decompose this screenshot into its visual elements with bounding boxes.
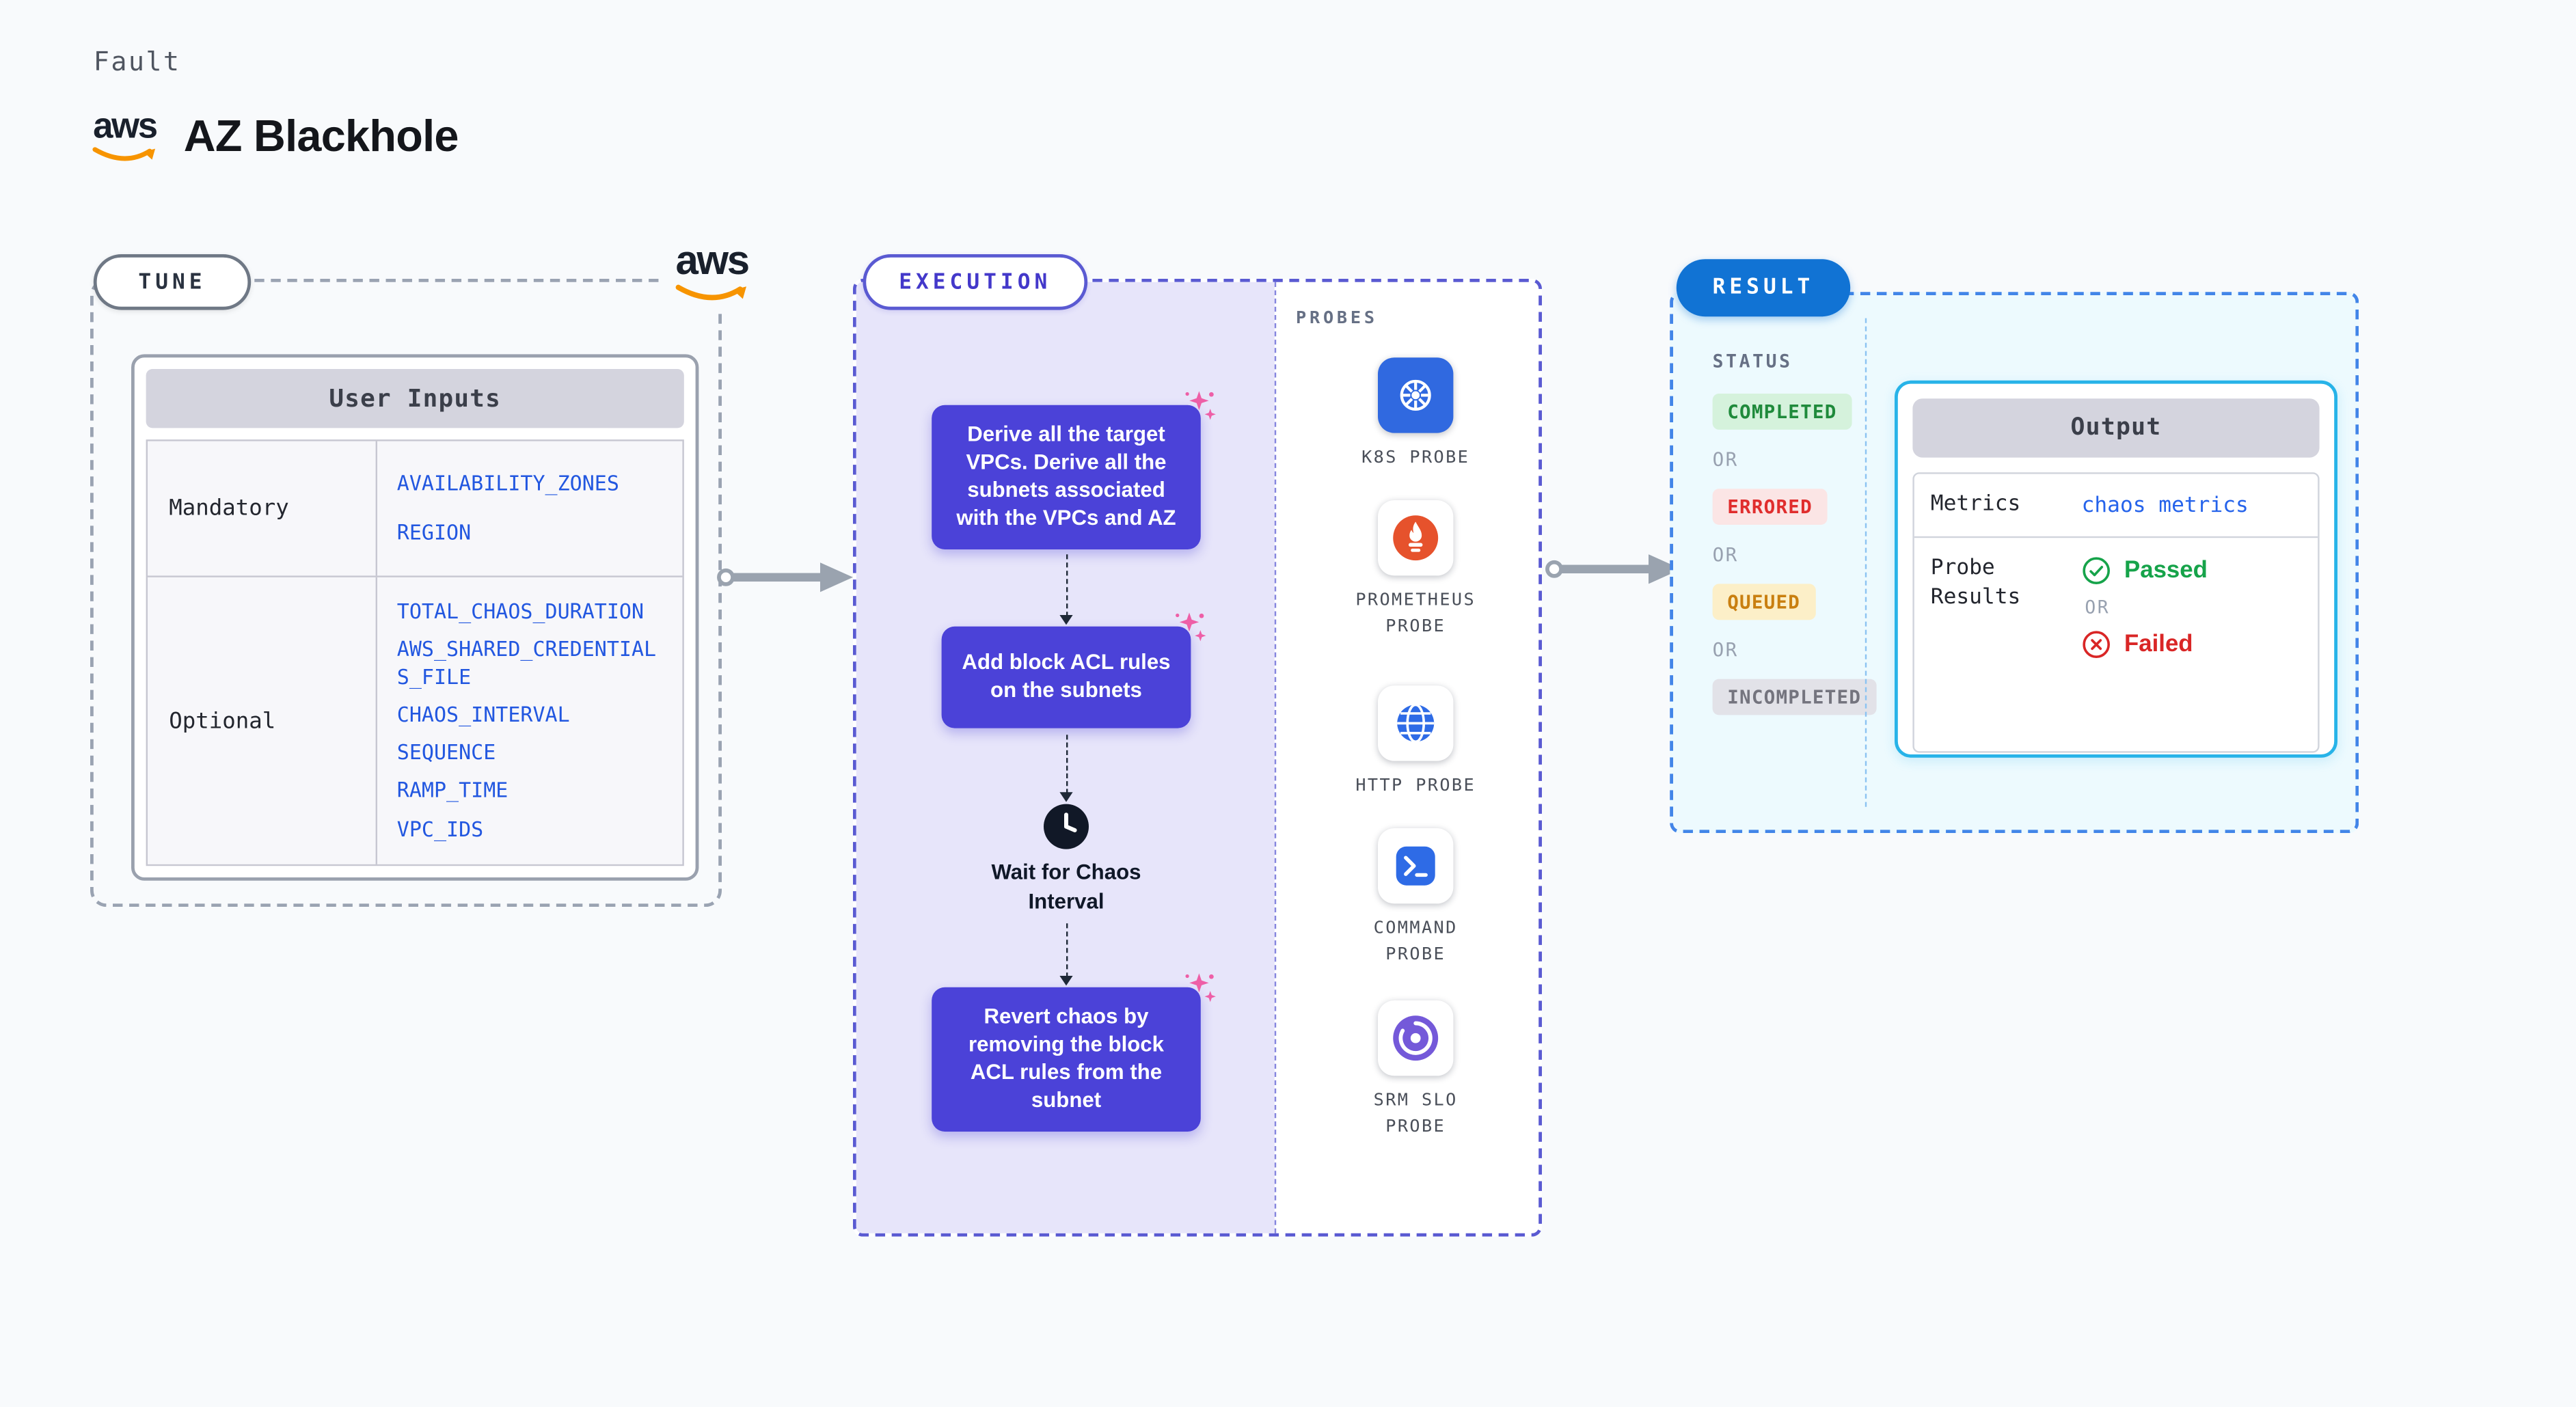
failed-label: Failed	[2124, 631, 2193, 658]
step-text: Add block ACL rules on the subnets	[962, 649, 1171, 702]
probe-label: COMMAND PROBE	[1373, 918, 1458, 964]
row-values: AVAILABILITY_ZONES REGION	[377, 441, 682, 576]
input-value: VPC_IDS	[396, 816, 484, 841]
prometheus-icon	[1378, 500, 1454, 576]
page-title: AZ Blackhole	[183, 111, 459, 161]
probe-http: HTTP PROBE	[1352, 685, 1480, 800]
failed-result: Failed	[2082, 630, 2302, 659]
execution-pill: EXECUTION	[863, 254, 1088, 310]
metrics-label: Metrics	[1930, 492, 2021, 517]
slo-gauge-icon	[1378, 1000, 1454, 1076]
passed-result: Passed	[2082, 556, 2302, 586]
step-revert-chaos: Revert chaos by removing the block ACL r…	[932, 973, 1216, 1131]
panel-divider	[1865, 318, 1867, 807]
kubernetes-icon	[1378, 357, 1454, 433]
or-separator: OR	[2085, 597, 2111, 619]
probe-label: K8S PROBE	[1361, 448, 1470, 467]
status-badge-completed: COMPLETED	[1712, 394, 1852, 430]
flow-connector	[1059, 923, 1072, 986]
probe-prometheus: PROMETHEUS PROBE	[1352, 500, 1480, 640]
row-values: TOTAL_CHAOS_DURATION AWS_SHARED_CREDENTI…	[377, 577, 682, 864]
input-value: AWS_SHARED_CREDENTIALS_FILE	[396, 637, 657, 689]
terminal-icon	[1378, 828, 1454, 904]
output-rows: Metrics chaos metrics Probe Results Pass…	[1912, 472, 2320, 754]
probe-label: SRM SLO PROBE	[1373, 1091, 1458, 1136]
output-box: Output Metrics chaos metrics Probe Resul…	[1895, 380, 2338, 758]
result-pill: RESULT	[1676, 259, 1851, 317]
probe-label: PROMETHEUS PROBE	[1355, 590, 1476, 636]
aws-logo-text: aws	[675, 238, 750, 284]
input-value: RAMP_TIME	[396, 778, 509, 803]
step-add-acl-rules: Add block ACL rules on the subnets	[941, 612, 1206, 728]
passed-label: Passed	[2124, 558, 2208, 584]
sparkle-icon	[1185, 973, 1216, 1002]
or-separator: OR	[1712, 638, 1739, 661]
status-heading: STATUS	[1712, 351, 1793, 372]
clock-icon	[1044, 804, 1089, 849]
status-badge-incompleted: INCOMPLETED	[1712, 679, 1876, 715]
tune-panel: TUNE aws User Inputs Mandatory AVAILABIL…	[90, 238, 763, 907]
user-inputs-rows: Mandatory AVAILABILITY_ZONES REGION Opti…	[146, 439, 684, 866]
aws-smile-icon	[92, 147, 156, 161]
table-row-optional: Optional TOTAL_CHAOS_DURATION AWS_SHARED…	[148, 575, 683, 864]
step-text: Derive all the target VPCs. Derive all t…	[956, 422, 1176, 530]
aws-smile-icon	[675, 284, 746, 301]
status-list: COMPLETED OR ERRORED OR QUEUED OR INCOMP…	[1712, 394, 1876, 715]
step-derive-vpcs: Derive all the target VPCs. Derive all t…	[932, 391, 1216, 550]
or-separator: OR	[1712, 448, 1739, 471]
check-circle-icon	[2083, 557, 2111, 585]
execution-panel: EXECUTION Derive all the target VPCs. De…	[853, 254, 1542, 1237]
tune-pill: TUNE	[93, 254, 252, 310]
step-wait-interval: Wait for Chaos Interval	[991, 859, 1141, 913]
flow-connector	[1059, 554, 1072, 625]
aws-logo: aws	[661, 238, 763, 309]
or-separator: OR	[1712, 543, 1739, 566]
input-value: REGION	[396, 519, 472, 545]
globe-icon	[1378, 685, 1454, 761]
row-label: Mandatory	[148, 441, 378, 576]
status-badge-queued: QUEUED	[1712, 584, 1815, 620]
sparkle-icon	[1176, 612, 1206, 642]
row-label: Optional	[148, 577, 378, 864]
fault-kicker: Fault	[93, 46, 181, 77]
aws-logo: aws	[90, 105, 159, 165]
status-badge-errored: ERRORED	[1712, 489, 1828, 525]
probe-srm-slo: SRM SLO PROBE	[1352, 1000, 1480, 1140]
input-value: SEQUENCE	[396, 739, 496, 765]
flow-connector	[1059, 735, 1072, 802]
flow-arrow-icon	[717, 562, 853, 592]
aws-logo-text: aws	[93, 105, 158, 146]
user-inputs-header: User Inputs	[146, 369, 684, 428]
output-row-metrics: Metrics chaos metrics	[1914, 474, 2318, 538]
probe-k8s: K8S PROBE	[1352, 357, 1480, 472]
probes-heading: PROBES	[1296, 308, 1378, 329]
panel-divider	[1274, 282, 1277, 1233]
output-header: Output	[1912, 398, 2320, 458]
input-value: CHAOS_INTERVAL	[396, 701, 570, 726]
probe-results-label: Probe Results	[1930, 556, 2021, 611]
probe-command: COMMAND PROBE	[1352, 828, 1480, 968]
step-text: Revert chaos by removing the block ACL r…	[968, 1003, 1165, 1112]
probe-results-values: Passed OR Failed	[2082, 555, 2302, 735]
x-circle-icon	[2083, 631, 2111, 659]
flow-arrow-icon	[1545, 554, 1681, 584]
title-row: aws AZ Blackhole	[90, 105, 459, 165]
table-row-mandatory: Mandatory AVAILABILITY_ZONES REGION	[148, 441, 682, 576]
input-value: AVAILABILITY_ZONES	[396, 470, 619, 495]
chaos-metrics-value: chaos metrics	[2081, 493, 2249, 518]
output-row-probe-results: Probe Results Passed OR	[1914, 538, 2318, 752]
probe-label: HTTP PROBE	[1355, 776, 1476, 795]
sparkle-icon	[1185, 391, 1216, 420]
user-inputs-table: User Inputs Mandatory AVAILABILITY_ZONES…	[131, 354, 699, 881]
input-value: TOTAL_CHAOS_DURATION	[396, 599, 645, 624]
result-panel: RESULT STATUS COMPLETED OR ERRORED OR QU…	[1670, 259, 2359, 834]
